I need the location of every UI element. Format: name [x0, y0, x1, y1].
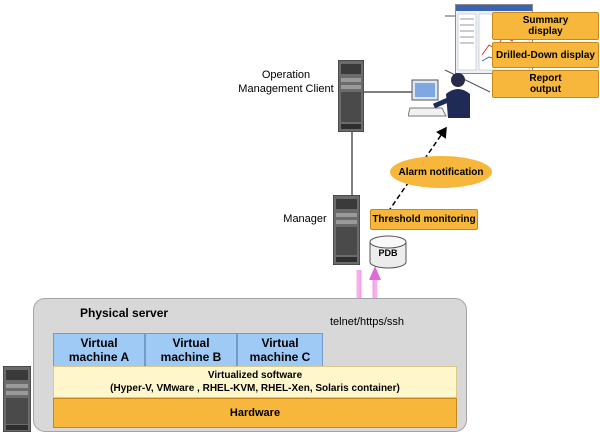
drilled-down-display-box: Drilled-Down display [492, 42, 599, 68]
server-tower-icon [337, 59, 365, 133]
person-at-pc-icon [407, 73, 470, 118]
pdb-label: PDB [378, 248, 398, 258]
alarm-notification: Alarm notification [390, 156, 492, 188]
protocol-label: telnet/https/ssh [330, 316, 404, 328]
virtual-machine-b: Virtual machine B [145, 333, 237, 367]
summary-display-box: Summary display [492, 12, 599, 40]
server-tower-icon [2, 365, 32, 433]
report-output-box: Report output [492, 70, 599, 98]
operation-client-server [337, 59, 365, 137]
virtual-machine-a: Virtual machine A [53, 333, 145, 367]
threshold-monitoring-box: Threshold monitoring [370, 209, 478, 230]
manager-server [332, 194, 361, 270]
physical-server-title: Physical server [80, 306, 169, 320]
virtual-machine-c: Virtual machine C [237, 333, 323, 367]
pdb-database: PDB [368, 234, 408, 270]
virtualized-software-layer: Virtualized software (Hyper-V, VMware , … [53, 366, 457, 398]
person-at-pc [407, 66, 474, 122]
server-tower-icon [332, 194, 361, 266]
operation-client-label: Operation Management Client [238, 69, 334, 95]
physical-server-tower [2, 365, 32, 437]
hardware-layer: Hardware [53, 398, 457, 428]
manager-label: Manager [283, 213, 327, 225]
database-cylinder-icon [369, 235, 407, 269]
